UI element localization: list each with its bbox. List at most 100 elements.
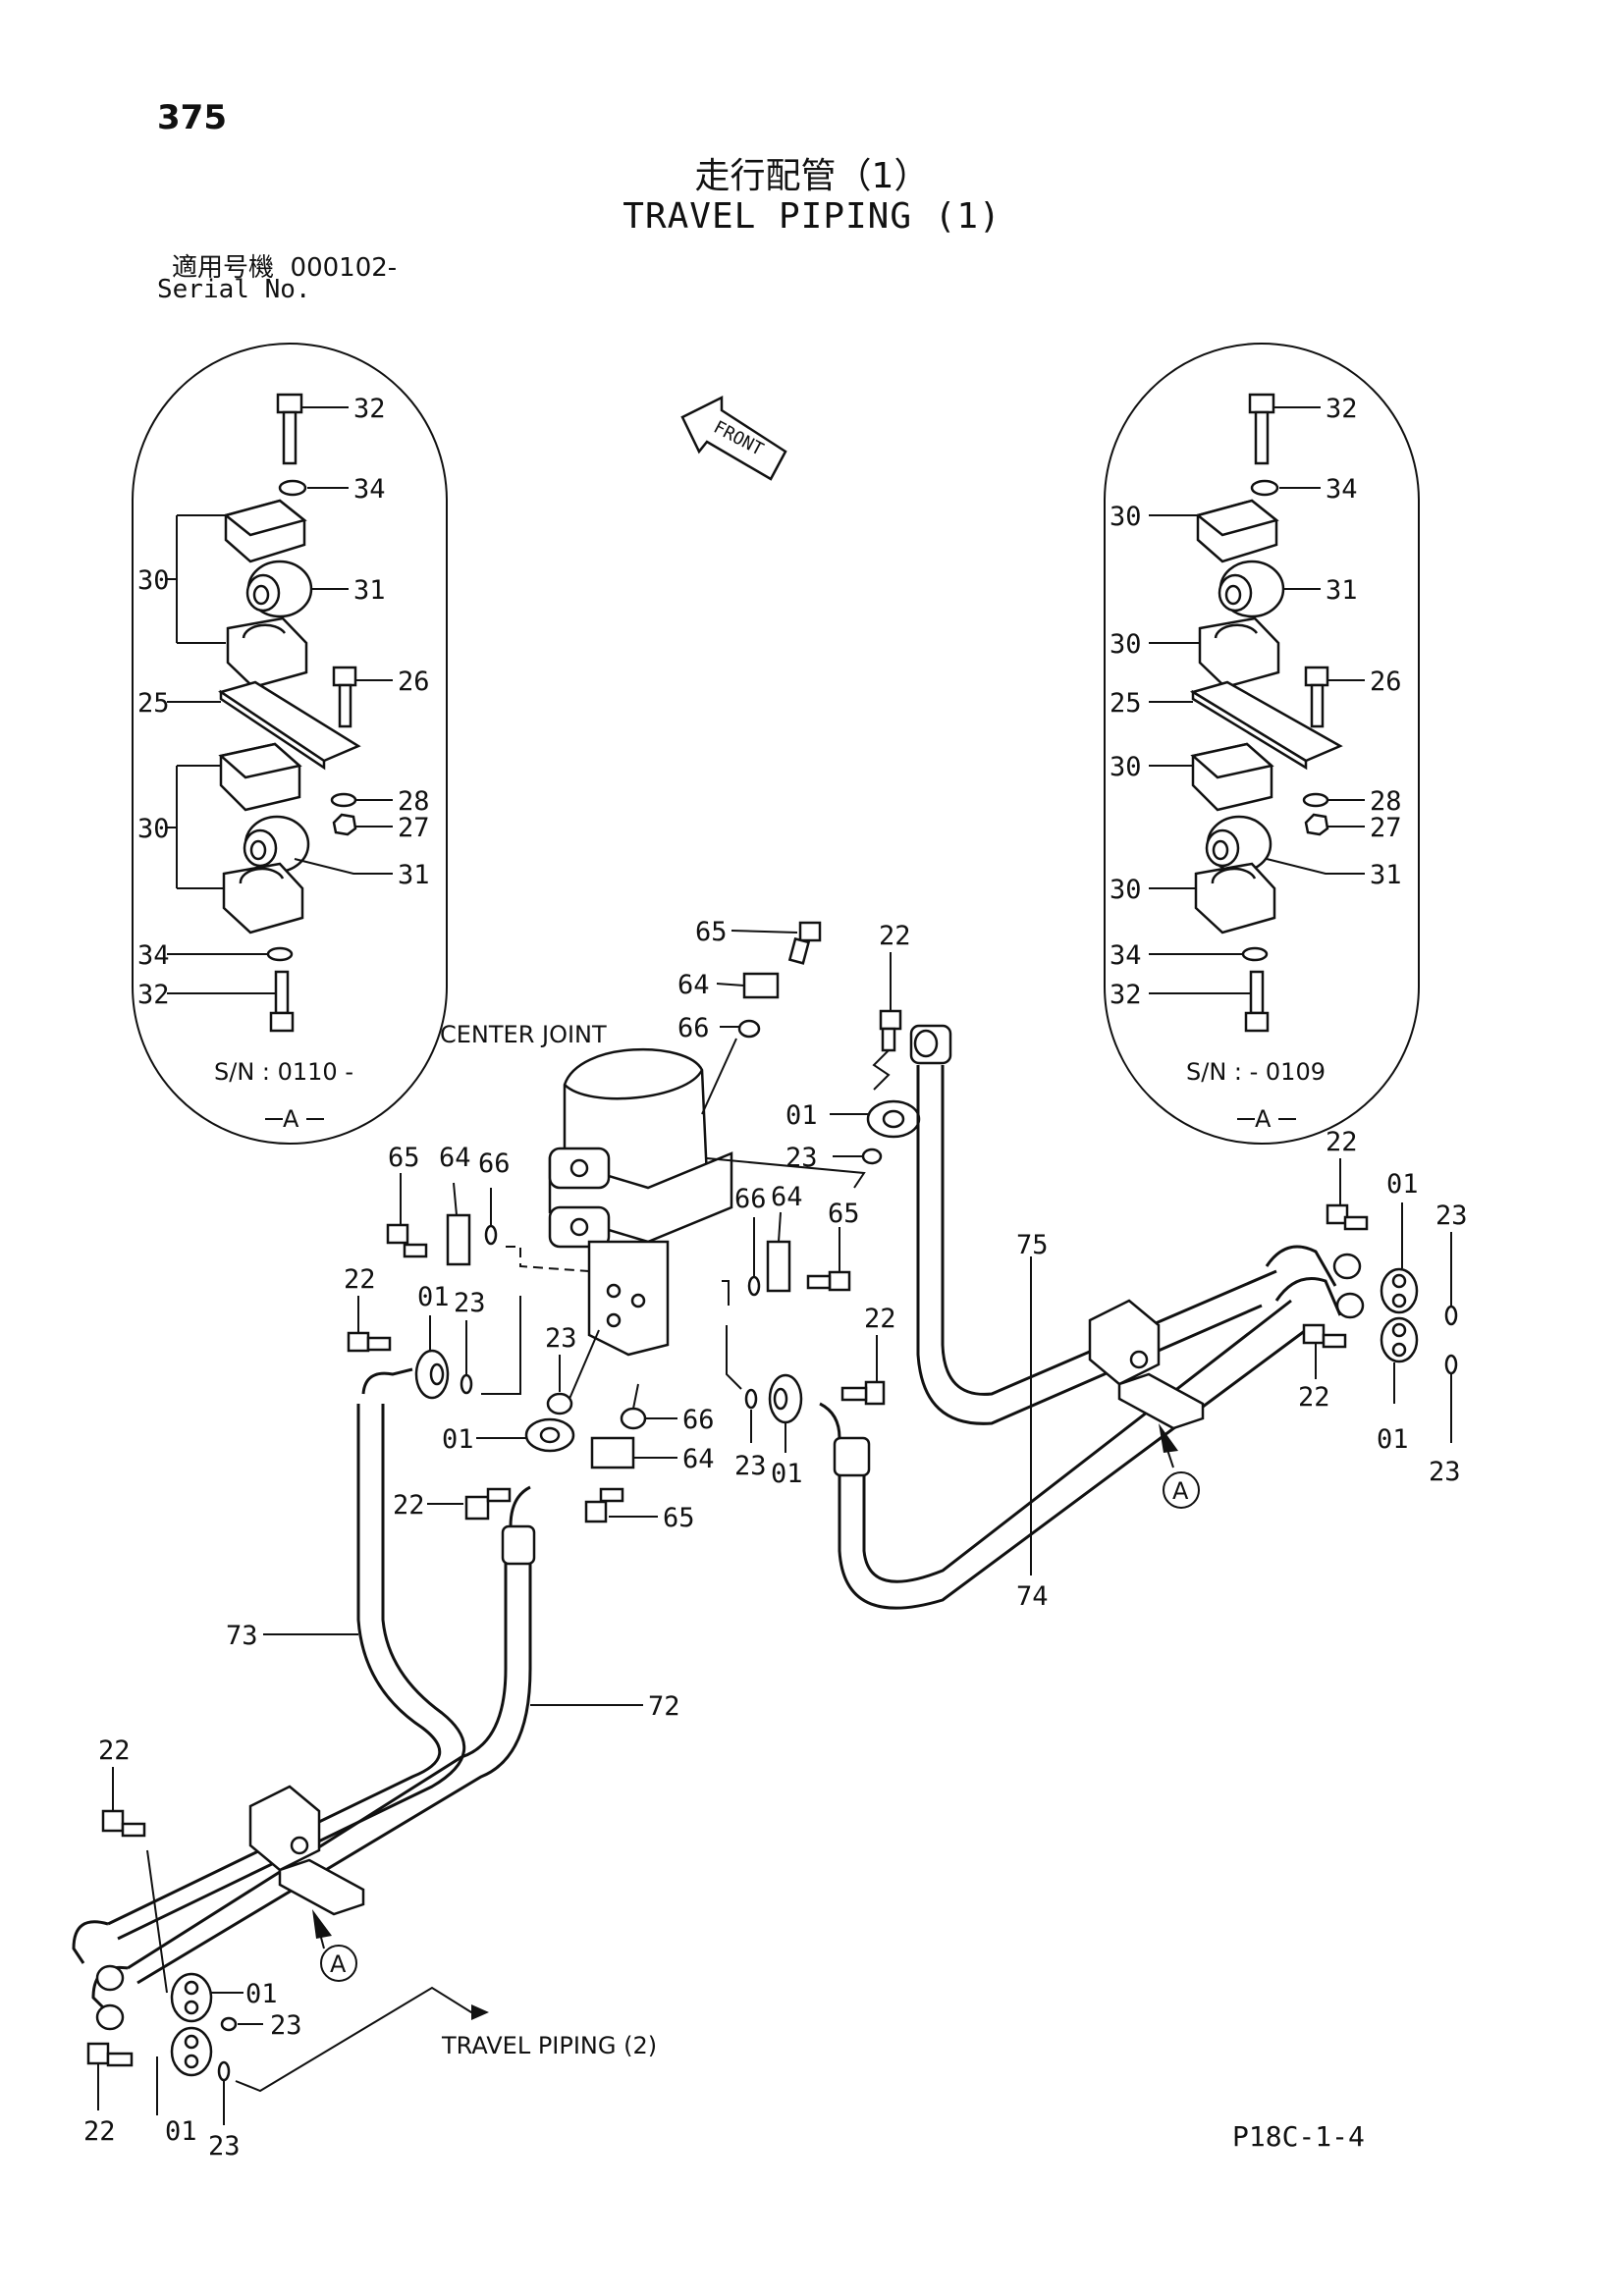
- bolt-icon: [332, 666, 357, 728]
- o-ring-icon: [744, 1388, 758, 1410]
- washer-icon: [1302, 792, 1329, 808]
- detail-right-label-34: 34: [1326, 474, 1358, 505]
- bolt-icon: [806, 1270, 851, 1292]
- detail-right-label-30: 30: [1110, 502, 1142, 532]
- pipe-75-icon: [909, 1024, 1277, 1425]
- view-marker-circle: [1163, 1471, 1200, 1509]
- callout-22-sw-b: 22: [83, 2116, 116, 2147]
- serial-label-ja-text: 適用号機: [172, 253, 275, 283]
- detail-right-label-31b: 31: [1370, 860, 1402, 890]
- bolt-icon: [879, 1009, 902, 1052]
- callout-23-east: 23: [1435, 1201, 1468, 1231]
- bolt-icon: [1302, 1323, 1347, 1349]
- detail-right-label-30b: 30: [1110, 629, 1142, 660]
- document-code: P18C-1-4: [1232, 2120, 1365, 2153]
- bolt-icon: [1244, 970, 1270, 1033]
- pipe-72-icon: [127, 1485, 536, 1985]
- plate-icon: [218, 680, 361, 771]
- title-english: TRAVEL PIPING (1): [623, 196, 1001, 237]
- detail-right-outline: [1104, 343, 1420, 1145]
- washer-icon: [330, 792, 357, 808]
- detail-right-label-30c: 30: [1110, 752, 1142, 782]
- callout-22: 22: [879, 921, 911, 951]
- clamp-half-icon: [1190, 742, 1274, 812]
- callout-22-sw: 22: [98, 1735, 131, 1766]
- o-ring-icon: [737, 1019, 761, 1039]
- detail-left-outline: [132, 343, 448, 1145]
- detail-left-label-34: 34: [353, 474, 386, 505]
- callout-66-center: 66: [682, 1405, 715, 1435]
- serial-value: 000102-: [290, 253, 398, 283]
- detail-right-label-25: 25: [1110, 688, 1142, 719]
- split-flange-icon: [768, 1373, 803, 1424]
- arrow-right-icon: [471, 2004, 489, 2020]
- callout-23-left: 23: [454, 1288, 486, 1318]
- callout-66: 66: [677, 1013, 710, 1043]
- callout-66-right: 66: [734, 1184, 767, 1214]
- bolt-icon: [1326, 1203, 1369, 1231]
- view-arrow-icon: [1159, 1423, 1178, 1453]
- pipe-clamp-icon: [1088, 1299, 1205, 1430]
- detail-left-label-25: 25: [137, 688, 170, 719]
- callout-65-right: 65: [828, 1199, 860, 1229]
- callout-01-east-b: 01: [1377, 1424, 1409, 1455]
- cover-plate-icon: [742, 972, 780, 999]
- o-ring-icon: [747, 1275, 761, 1297]
- o-ring-icon: [217, 2060, 231, 2082]
- bolt-icon: [86, 2042, 134, 2067]
- rubber-bushing-icon: [245, 560, 313, 618]
- view-arrow-icon: [312, 1909, 332, 1939]
- clamp-half-icon: [218, 742, 302, 812]
- detail-left-label-26: 26: [398, 667, 430, 697]
- detail-left-label-31b: 31: [398, 860, 430, 890]
- callout-74: 74: [1016, 1581, 1049, 1612]
- split-flange-icon: [1380, 1267, 1419, 1363]
- detail-left-label-27: 27: [398, 813, 430, 843]
- clamp-half-icon: [222, 862, 304, 934]
- callout-23-east-b: 23: [1429, 1457, 1461, 1487]
- callout-01-sw: 01: [245, 1979, 278, 2009]
- center-joint-label: CENTER JOINT: [440, 1021, 607, 1048]
- callout-01-left: 01: [417, 1282, 450, 1312]
- pipe-74-icon: [819, 1299, 1307, 1610]
- center-joint-icon: [548, 1047, 733, 1357]
- callout-23-sw-b: 23: [208, 2131, 241, 2162]
- bolt-icon: [101, 1809, 146, 1838]
- clamp-half-icon: [1194, 862, 1276, 934]
- nut-icon: [332, 813, 357, 836]
- detail-right-label-28: 28: [1370, 786, 1402, 817]
- rubber-bushing-icon: [1218, 560, 1285, 618]
- detail-right-label-30d: 30: [1110, 875, 1142, 905]
- serial-label-japanese: 適用号機 000102-: [172, 247, 397, 284]
- callout-22-east-b: 22: [1298, 1382, 1330, 1413]
- o-ring-icon: [460, 1373, 473, 1395]
- o-ring-icon: [1444, 1305, 1458, 1326]
- rubber-bushing-icon: [243, 815, 310, 874]
- cover-plate-icon: [590, 1436, 635, 1469]
- callout-22-east: 22: [1326, 1127, 1358, 1157]
- callout-22-left: 22: [344, 1264, 376, 1295]
- split-flange-icon: [414, 1349, 450, 1400]
- detail-right-label-27: 27: [1370, 813, 1402, 843]
- o-ring-icon: [484, 1224, 498, 1246]
- callout-23-sw: 23: [270, 2010, 302, 2041]
- detail-left-label-32: 32: [353, 394, 386, 424]
- clamp-half-icon: [1198, 616, 1280, 689]
- detail-left: 32 34 30 31 26 25 30 28 27 31 34 32 S/N …: [132, 343, 448, 1145]
- serial-label-english: Serial No.: [157, 275, 311, 304]
- o-ring-icon: [546, 1392, 573, 1415]
- detail-left-serial: S/N : 0110 -: [214, 1058, 353, 1086]
- detail-left-view-marker: A: [283, 1105, 299, 1133]
- callout-01-sw-b: 01: [165, 2116, 197, 2147]
- bolt-icon: [1248, 393, 1275, 465]
- bolt-icon: [464, 1487, 512, 1521]
- bolt-icon: [840, 1380, 886, 1406]
- detail-left-label-30b: 30: [137, 814, 170, 844]
- split-flange-icon: [524, 1417, 575, 1453]
- detail-left-label-32b: 32: [137, 980, 170, 1010]
- detail-right-label-26: 26: [1370, 667, 1402, 697]
- rubber-bushing-icon: [1205, 815, 1272, 874]
- detail-right: 32 34 30 31 30 26 25 30 28 27 31 30 34 3…: [1104, 343, 1420, 1145]
- clamp-half-icon: [223, 499, 307, 563]
- callout-22-right: 22: [864, 1304, 896, 1334]
